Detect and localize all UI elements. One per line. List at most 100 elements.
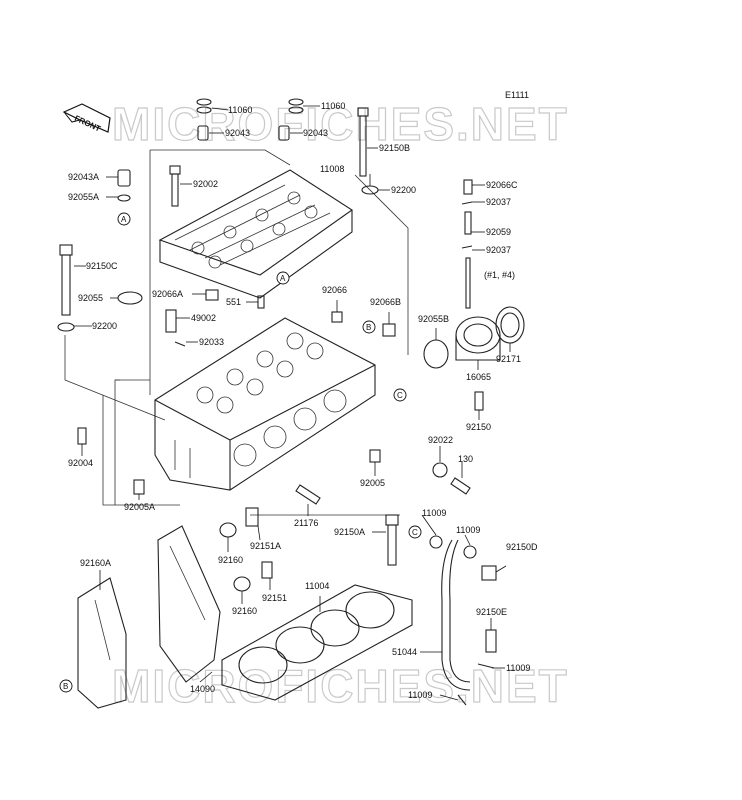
part-label: 92150	[466, 422, 491, 432]
watermark-bottom: MICROFICHES.NET	[112, 660, 569, 712]
part-label: 92150A	[334, 527, 365, 537]
part-label: 92150E	[476, 607, 507, 617]
part-label: 11008	[320, 164, 344, 174]
part-label: 130	[458, 454, 473, 464]
bolt-92150A	[385, 514, 399, 566]
part-label: 92033	[199, 337, 224, 347]
clamp-92037-top	[461, 201, 473, 205]
plug-92066B	[382, 323, 396, 337]
part-label: 92043	[303, 128, 328, 138]
stud-92004	[77, 427, 87, 445]
svg-text:C: C	[412, 528, 418, 537]
front-arrow-icon: FRONT	[62, 103, 111, 134]
dowel-92043-left	[197, 125, 209, 141]
holder-16065	[455, 316, 501, 361]
part-label: 92037	[486, 245, 511, 255]
chain-guide-14090	[157, 525, 221, 683]
callout-B-2: B	[59, 679, 73, 693]
part-label: 92160	[218, 555, 243, 565]
svg-text:A: A	[121, 215, 127, 224]
oring-92055	[117, 291, 143, 305]
gasket-11009-d	[457, 694, 467, 706]
part-label: 92002	[193, 179, 218, 189]
part-label: 11009	[422, 508, 446, 518]
part-label: 92171	[496, 354, 521, 364]
part-label: 14090	[190, 684, 215, 694]
part-label: 11060	[321, 101, 345, 111]
part-label: 49002	[191, 313, 216, 323]
head-gasket-11004	[221, 584, 413, 701]
part-label: 92066B	[370, 297, 401, 307]
part-label: 92055	[78, 293, 103, 303]
part-label: 92043A	[68, 172, 99, 182]
pipe-51044	[441, 539, 471, 691]
part-label: 92022	[428, 435, 453, 445]
part-label: 11004	[305, 581, 329, 591]
part-label: 92066A	[152, 289, 183, 299]
fitting-92005A	[133, 479, 145, 495]
watermark-top: MICROFICHES.NET	[112, 98, 569, 150]
sensor-21176	[295, 484, 321, 505]
part-label: 92151	[262, 593, 287, 603]
part-label: 92160	[232, 606, 257, 616]
bolt-92150E	[485, 629, 497, 653]
bolt-92151A	[245, 507, 259, 527]
part-label: 92200	[92, 321, 117, 331]
bolt-92151	[261, 561, 273, 579]
washer-92160-lower	[233, 576, 251, 592]
washer-92200-left	[57, 322, 75, 332]
gasket-11009-a	[429, 535, 443, 549]
part-label: 92151A	[250, 541, 281, 551]
part-label: 92055A	[68, 192, 99, 202]
part-label: 51044	[392, 647, 417, 657]
tensioner-49002	[165, 309, 177, 333]
clamp-92171	[495, 306, 525, 344]
svg-text:B: B	[366, 323, 371, 332]
bolt-92150C	[59, 244, 73, 316]
bolt-92150	[474, 391, 484, 411]
bolt-130	[450, 477, 471, 495]
gasket-11009-b	[463, 545, 477, 559]
bolt-92002	[169, 165, 181, 207]
hose-92059	[464, 211, 472, 235]
part-label: 11060	[228, 105, 252, 115]
part-label: 11009	[506, 663, 530, 673]
washer-11060-left	[196, 98, 212, 114]
bolt-92150B	[357, 107, 369, 177]
washer-92160-upper	[219, 522, 237, 538]
part-labels: 11060 11060 92043 92043 92150B 11008 922…	[68, 101, 538, 700]
washer-92022	[432, 462, 448, 478]
callout-A-2: A	[276, 271, 290, 285]
plug-92066A	[205, 289, 219, 301]
cylinder-head	[154, 317, 376, 491]
part-label: 92150B	[379, 143, 410, 153]
clip-92033	[174, 341, 186, 347]
callout-B-1: B	[362, 320, 376, 334]
dowel-92043A	[117, 169, 131, 187]
assembly-lines	[64, 149, 409, 516]
dowel-92043-right	[278, 125, 290, 141]
gasket-11009-c	[477, 663, 495, 669]
part-label: (#1, #4)	[484, 270, 515, 280]
callout-C-2: C	[408, 525, 422, 539]
callout-A-1: A	[117, 212, 131, 226]
part-label: 92037	[486, 197, 511, 207]
part-label: 92150D	[506, 542, 538, 552]
part-label: 92066	[322, 285, 347, 295]
fitting-92005	[369, 449, 381, 463]
part-label: 92005A	[124, 502, 155, 512]
callout-C-1: C	[393, 388, 407, 402]
oring-92055A	[117, 194, 131, 202]
cam-carrier	[158, 169, 353, 299]
pipe-16065	[465, 257, 471, 309]
part-label: 92055B	[418, 314, 449, 324]
fitting-92066C	[463, 179, 473, 195]
cover-92160A	[77, 577, 127, 709]
part-label: 92160A	[80, 558, 111, 568]
part-label: 92004	[68, 458, 93, 468]
part-label: 11009	[456, 525, 480, 535]
part-label: 92066C	[486, 180, 518, 190]
svg-text:C: C	[397, 391, 403, 400]
part-label: 551	[226, 297, 241, 307]
part-label: 92200	[391, 185, 416, 195]
